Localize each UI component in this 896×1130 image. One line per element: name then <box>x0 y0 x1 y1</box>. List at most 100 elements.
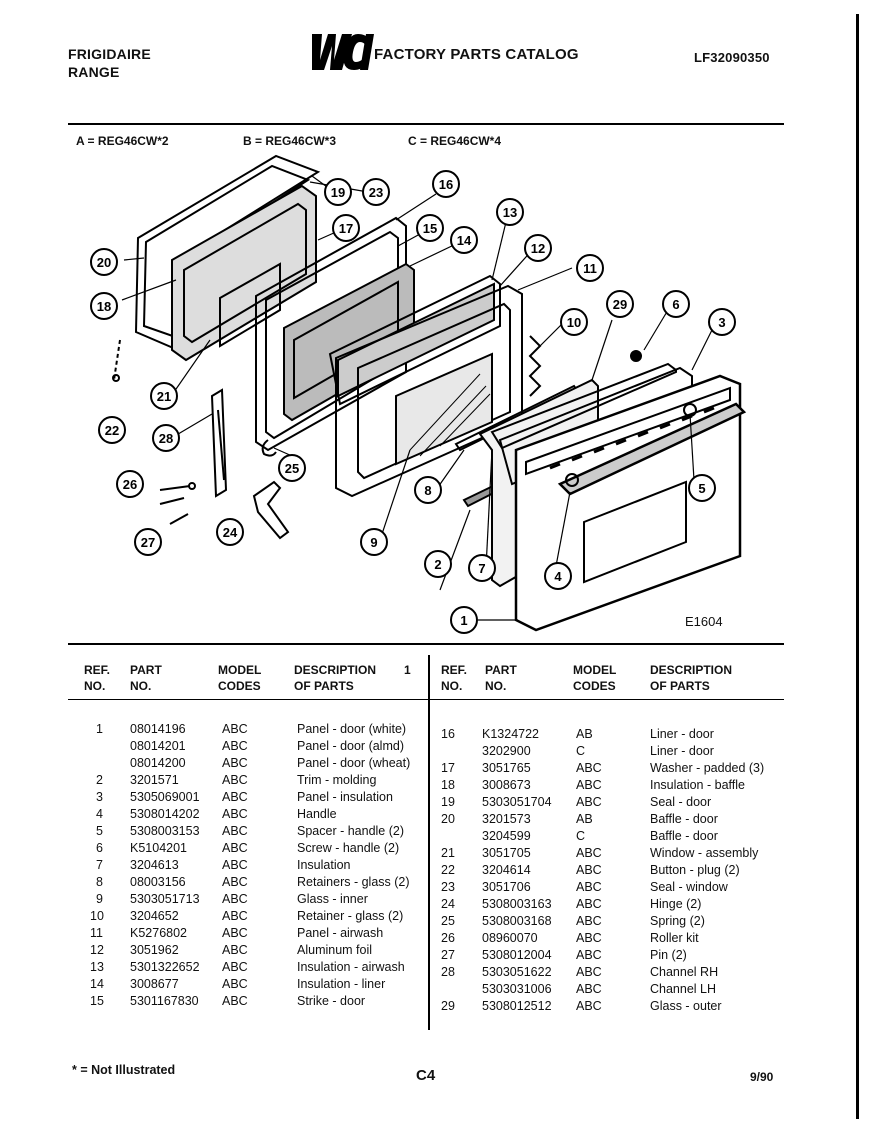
svg-text:11: 11 <box>583 261 597 276</box>
svg-text:20: 20 <box>97 255 111 270</box>
callout-13: 13 <box>496 198 524 226</box>
svg-text:26: 26 <box>123 477 137 492</box>
callout-3: 3 <box>708 308 736 336</box>
callout-20: 20 <box>90 248 118 276</box>
callout-10: 10 <box>560 308 588 336</box>
header-desc-left: DESCRIPTION OF PARTS <box>294 663 377 693</box>
header-part-right: PART NO. <box>485 663 517 693</box>
callout-24: 24 <box>216 518 244 546</box>
svg-text:10: 10 <box>567 315 581 330</box>
callout-9: 9 <box>360 528 388 556</box>
svg-text:13: 13 <box>503 205 517 220</box>
svg-text:4: 4 <box>554 569 562 584</box>
callout-23: 23 <box>362 178 390 206</box>
exploded-door-diagram: 1 2 3 4 5 6 7 8 9 10 11 12 13 14 15 16 1… <box>90 154 747 634</box>
product-type: RANGE <box>68 64 120 80</box>
svg-text:2: 2 <box>434 557 441 572</box>
callout-11: 11 <box>576 254 604 282</box>
callout-4: 4 <box>544 562 572 590</box>
callout-19: 19 <box>324 178 352 206</box>
callout-26: 26 <box>116 470 144 498</box>
svg-text:8: 8 <box>424 483 431 498</box>
callout-25: 25 <box>278 454 306 482</box>
callout-21: 21 <box>150 382 178 410</box>
callout-27: 27 <box>134 528 162 556</box>
svg-text:6: 6 <box>672 297 679 312</box>
model-b: B = REG46CW*3 <box>243 134 337 148</box>
wci-logo <box>312 34 374 70</box>
header-desc-right: DESCRIPTION OF PARTS <box>650 663 733 693</box>
callout-22: 22 <box>98 416 126 444</box>
callout-1: 1 <box>450 606 478 634</box>
callout-28: 28 <box>152 424 180 452</box>
header-ref-left: REF. NO. <box>84 663 111 693</box>
svg-text:7: 7 <box>478 561 485 576</box>
svg-text:25: 25 <box>285 461 299 476</box>
svg-text:19: 19 <box>331 185 345 200</box>
svg-text:9: 9 <box>370 535 377 550</box>
brand-name: FRIGIDAIRE <box>68 46 151 62</box>
callout-18: 18 <box>90 292 118 320</box>
svg-text:1: 1 <box>460 613 467 628</box>
header-ref-right: REF. NO. <box>441 663 468 693</box>
page-border-right <box>856 14 859 1119</box>
footnote-not-illustrated: * = Not Illustrated <box>72 1063 176 1077</box>
svg-text:28: 28 <box>159 431 173 446</box>
svg-text:21: 21 <box>157 389 171 404</box>
svg-text:14: 14 <box>457 233 472 248</box>
table-column-divider <box>428 655 430 1030</box>
callout-16: 16 <box>432 170 460 198</box>
callout-5: 5 <box>688 474 716 502</box>
callout-17: 17 <box>332 214 360 242</box>
catalog-title: FACTORY PARTS CATALOG <box>374 46 579 63</box>
model-a: A = REG46CW*2 <box>76 134 169 148</box>
svg-text:3: 3 <box>718 315 725 330</box>
table-top-rule <box>68 643 784 645</box>
svg-text:24: 24 <box>223 525 238 540</box>
catalog-number: LF32090350 <box>694 50 770 65</box>
callout-2: 2 <box>424 550 452 578</box>
page-number: C4 <box>416 1067 436 1084</box>
svg-text:27: 27 <box>141 535 155 550</box>
svg-text:5: 5 <box>698 481 705 496</box>
callout-15: 15 <box>416 214 444 242</box>
callout-14: 14 <box>450 226 478 254</box>
header-bottom-rule <box>68 699 784 700</box>
svg-text:17: 17 <box>339 221 353 236</box>
svg-text:16: 16 <box>439 177 453 192</box>
callout-7: 7 <box>468 554 496 582</box>
svg-text:12: 12 <box>531 241 545 256</box>
revision-date: 9/90 <box>750 1070 774 1084</box>
figure-id: E1604 <box>685 614 723 629</box>
svg-text:18: 18 <box>97 299 111 314</box>
